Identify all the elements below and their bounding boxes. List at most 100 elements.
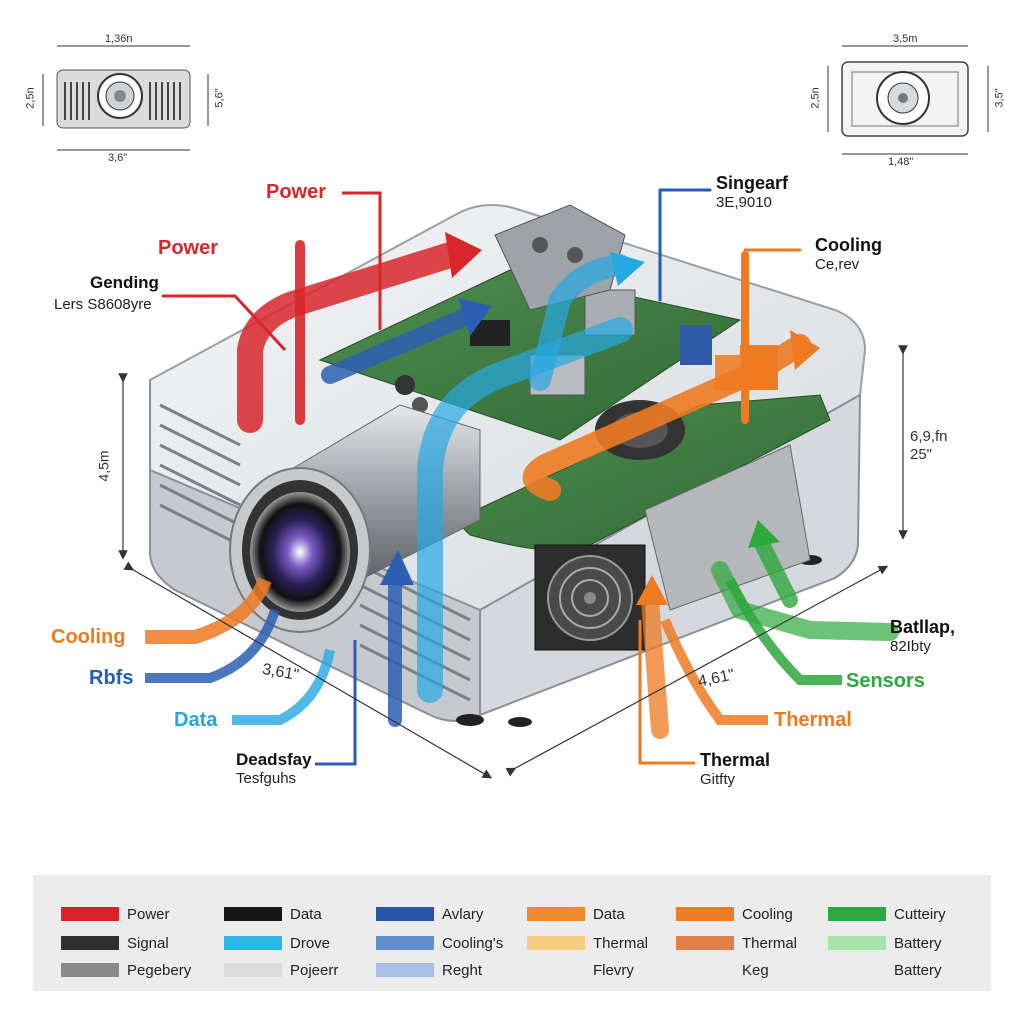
legend-item: Keg [676, 960, 769, 980]
legend-item: Cooling [676, 904, 793, 924]
legend-swatch [527, 907, 585, 921]
callout-gending-sub: Lers S8608yre [54, 296, 152, 313]
callout-gending: Gending [90, 273, 159, 293]
callout-deadsfay-title: Deadsfay [236, 750, 312, 769]
callout-deadsfay-sub: Tesfguhs [236, 769, 297, 787]
callout-deadsfay: Deadsfay Tesfguhs [236, 750, 312, 787]
callout-thermal-orange-title: Thermal [774, 709, 852, 731]
callout-cooling-left-title: Cooling [51, 626, 126, 648]
legend-item: Pojeerr [224, 960, 338, 980]
dim-right-height-2: 25" [910, 446, 933, 463]
callout-cooling-left: Cooling [51, 626, 125, 649]
legend-label: Flevry [593, 961, 634, 979]
legend-swatch [224, 936, 282, 950]
legend-label: Pojeerr [290, 961, 339, 979]
legend-swatch [828, 936, 886, 950]
legend-item: Thermal [527, 933, 648, 953]
callout-thermal-orange: Thermal [774, 709, 852, 732]
legend-swatch [676, 936, 734, 950]
legend-swatch [224, 907, 282, 921]
legend-label: Avlary [442, 905, 484, 923]
dim-top-right-height-right: 3,5" [993, 88, 1006, 108]
dim-top-right-height-left: 2,5n [809, 87, 822, 109]
legend-item: Battery [828, 933, 942, 953]
callout-power-top-title: Power [266, 181, 327, 203]
legend-swatch [376, 936, 434, 950]
legend-item: Cutteiry [828, 904, 946, 924]
legend-label: Thermal [742, 934, 798, 952]
callout-power-left-title: Power [158, 237, 219, 259]
legend-label: Data [290, 905, 322, 923]
dim-top-left-width: 1,36n [105, 33, 133, 45]
legend-swatch [376, 963, 434, 977]
callout-rbfs-title: Rbfs [89, 667, 134, 689]
callout-gending-title: Gending [90, 273, 159, 292]
callout-thermal-black-sub: Gitfty [700, 770, 736, 788]
callout-cooling-top-sub: Ce,rev [815, 255, 860, 273]
legend-item: Drove [224, 933, 330, 953]
legend-label: Cooling [742, 905, 793, 923]
legend-label: Cooling's [442, 934, 504, 952]
callout-batllap-sub: 82Ibty [890, 637, 931, 655]
callout-cooling-top-title: Cooling [815, 235, 882, 255]
legend-swatch [527, 963, 585, 977]
legend-swatch [676, 907, 734, 921]
legend-item: Battery [828, 960, 942, 980]
legend-label: Pegebery [127, 961, 192, 979]
legend-label: Drove [290, 934, 331, 952]
legend-swatch [828, 963, 886, 977]
thumb-right [827, 45, 989, 155]
callout-thermal-black: Thermal Gitfty [700, 750, 770, 788]
dim-top-left-height-right: 5,6" [213, 88, 226, 108]
legend-item: Signal [61, 933, 169, 953]
legend-swatch [828, 907, 886, 921]
dim-top-right-bottom: 1,48" [888, 156, 914, 168]
callout-sensors-title: Sensors [846, 670, 925, 692]
dim-right-height-1: 6,9,fn [910, 428, 948, 445]
legend-swatch [527, 936, 585, 950]
callout-rbfs: Rbfs [89, 667, 133, 690]
callout-gending-sub-wrap: Lers S8608yre [54, 296, 152, 313]
legend-item: Power [61, 904, 170, 924]
legend-label: Reght [442, 961, 483, 979]
legend-swatch [61, 936, 119, 950]
dim-top-right-width: 3,5m [893, 33, 918, 45]
legend: Power Data Avlary Data Cooling Cutteiry … [33, 875, 991, 991]
callout-data: Data [174, 709, 217, 732]
legend-label: Keg [742, 961, 769, 979]
legend-swatch [61, 963, 119, 977]
callout-batllap: Batllap, 82Ibty [890, 617, 955, 655]
legend-label: Battery [894, 934, 942, 952]
dimension-lines [118, 345, 908, 779]
callout-sensors: Sensors [846, 670, 925, 693]
legend-item: Cooling's [376, 933, 503, 953]
legend-label: Battery [894, 961, 942, 979]
dim-top-left-bottom: 3,6" [108, 152, 128, 164]
legend-swatch [676, 963, 734, 977]
legend-label: Data [593, 905, 625, 923]
callout-batllap-title: Batllap, [890, 617, 956, 637]
legend-item: Thermal [676, 933, 797, 953]
dim-left-height: 4,5m [95, 450, 112, 482]
legend-label: Signal [127, 934, 169, 952]
legend-item: Flevry [527, 960, 634, 980]
legend-swatch [61, 907, 119, 921]
callout-power-top: Power [266, 181, 326, 204]
callout-power-left: Power [158, 237, 218, 260]
legend-item: Data [224, 904, 322, 924]
legend-item: Avlary [376, 904, 483, 924]
legend-label: Power [127, 905, 170, 923]
legend-label: Cutteiry [894, 905, 946, 923]
callout-singearf-title: Singearf [716, 173, 789, 193]
callout-cooling-top: Cooling Ce,rev [815, 235, 882, 273]
callout-singearf-sub: 3E,9010 [716, 193, 772, 211]
thumb-left [42, 45, 209, 151]
legend-item: Data [527, 904, 625, 924]
callout-singearf: Singearf 3E,9010 [716, 173, 788, 211]
legend-swatch [376, 907, 434, 921]
callout-thermal-black-title: Thermal [700, 750, 771, 770]
legend-item: Reght [376, 960, 482, 980]
dim-top-left-height-left: 2,5n [24, 87, 37, 109]
callout-data-title: Data [174, 709, 218, 731]
